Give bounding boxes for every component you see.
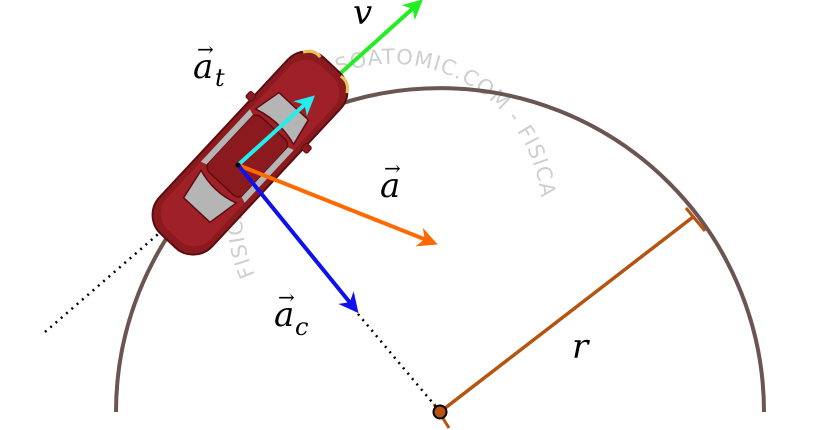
centripetal-acceleration-label: a → c [274, 285, 308, 341]
tangential-acceleration-label: a → t [193, 37, 225, 92]
radius-label: r [572, 327, 590, 367]
total-acceleration-vector [237, 163, 438, 247]
radius-line [438, 215, 695, 414]
tangential-acceleration-vector [236, 95, 315, 167]
center-point [432, 404, 448, 420]
svg-text:a: a [380, 166, 400, 206]
svg-text:t: t [215, 64, 225, 92]
svg-text:a: a [274, 295, 294, 335]
car-center-point [235, 162, 241, 168]
radius-tick [684, 207, 707, 232]
svg-text:→: → [278, 285, 295, 309]
tangent-dotted-line [44, 164, 239, 333]
svg-text:v: v [353, 0, 372, 33]
svg-text:→: → [384, 156, 401, 180]
svg-text:→: → [197, 37, 214, 61]
velocity-label: v → [353, 0, 374, 33]
center-dotted-line [357, 313, 438, 409]
svg-text:→: → [357, 0, 374, 7]
total-acceleration-label: a → [380, 156, 401, 206]
svg-text:c: c [295, 313, 308, 341]
circular-track [114, 86, 766, 413]
centripetal-acceleration-vector [236, 163, 359, 314]
svg-text:a: a [193, 47, 213, 87]
